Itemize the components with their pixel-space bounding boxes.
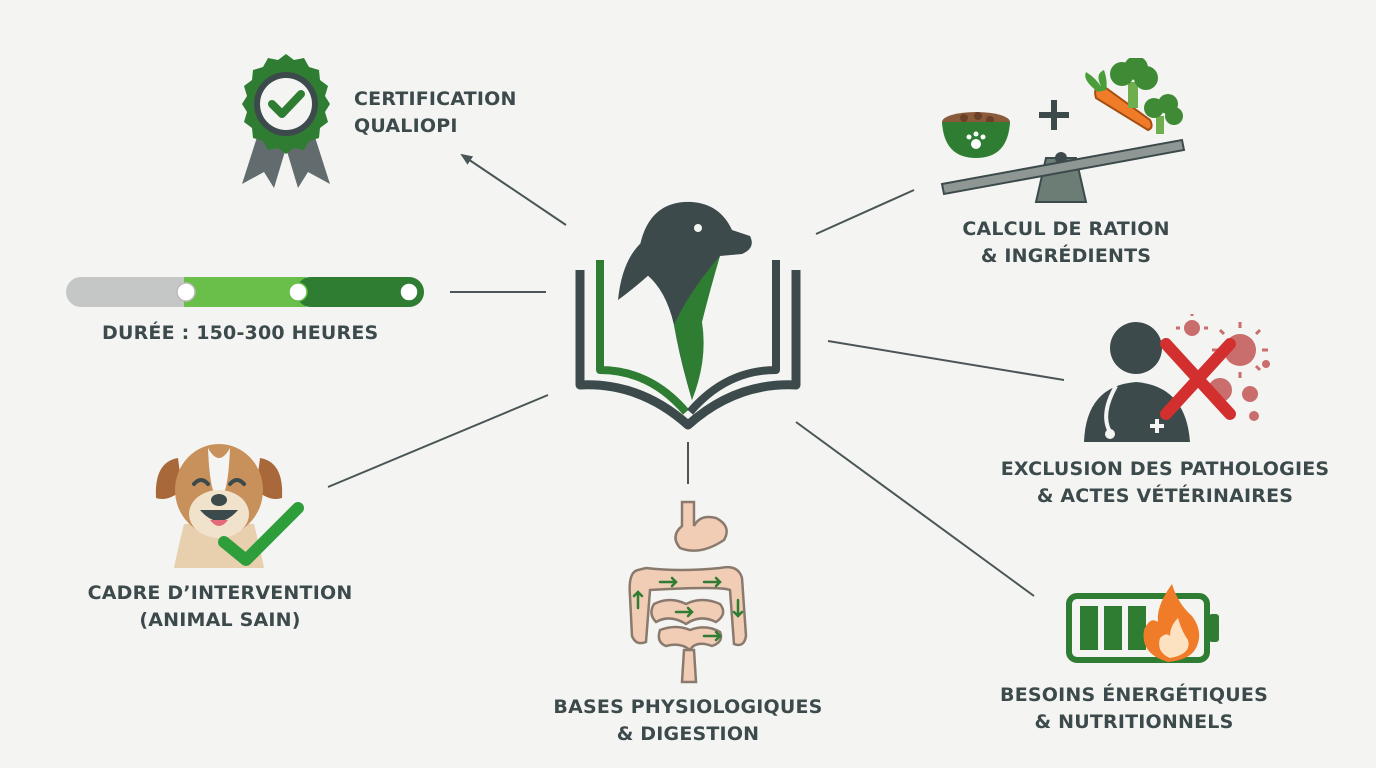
duree-label: DURÉE : 150-300 HEURES — [102, 320, 378, 347]
exclusion-icon-wrap — [1080, 314, 1276, 446]
bowl-vegetables-scale-icon — [940, 56, 1186, 203]
connector-certification — [460, 153, 567, 226]
digestive-system-icon — [628, 500, 748, 684]
calcul-line-1: CALCUL DE RATION — [962, 218, 1170, 240]
exclusion-line-2: & ACTES VÉTÉRINAIRES — [1036, 485, 1294, 507]
cadre-label: CADRE D’INTERVENTION (ANIMAL SAIN) — [70, 580, 370, 634]
calcul-label: CALCUL DE RATION & INGRÉDIENTS — [916, 216, 1216, 270]
certification-line-2: QUALIOPI — [354, 115, 458, 137]
duree-progress-bar — [66, 276, 426, 308]
duree-line-1: DURÉE : 150-300 HEURES — [102, 322, 379, 344]
progress-knob-1 — [176, 282, 196, 302]
cadre-line-2: (ANIMAL SAIN) — [139, 609, 301, 631]
connector-exclusion — [827, 340, 1065, 381]
happy-dog-check-icon — [155, 444, 304, 568]
book-dog-logo-icon — [575, 201, 801, 430]
vet-virus-cross-icon — [1084, 314, 1270, 442]
bases-line-2: & DIGESTION — [616, 723, 760, 745]
progress-knob-3 — [399, 282, 419, 302]
connector-besoins — [795, 421, 1035, 597]
besoins-line-2: & NUTRITIONNELS — [1034, 711, 1234, 733]
besoins-line-1: BESOINS ÉNERGÉTIQUES — [1000, 684, 1268, 706]
progress-knob-2 — [288, 282, 308, 302]
calcul-line-2: & INGRÉDIENTS — [980, 245, 1152, 267]
connector-cadre — [327, 394, 549, 488]
award-ribbon-check-icon — [242, 54, 330, 188]
bases-icon-wrap — [620, 496, 760, 688]
exclusion-label: EXCLUSION DES PATHOLOGIES & ACTES VÉTÉRI… — [976, 456, 1354, 510]
battery-flame-icon — [1066, 584, 1219, 663]
center-logo — [570, 190, 806, 430]
bases-label: BASES PHYSIOLOGIQUES & DIGESTION — [528, 694, 848, 748]
certification-icon-wrap — [234, 52, 338, 188]
besoins-icon-wrap — [1066, 582, 1222, 664]
besoins-label: BESOINS ÉNERGÉTIQUES & NUTRITIONNELS — [984, 682, 1284, 736]
calcul-icon-wrap — [936, 56, 1188, 208]
progress-bar-icon — [66, 277, 424, 307]
bases-line-1: BASES PHYSIOLOGIQUES — [553, 696, 823, 718]
cadre-line-1: CADRE D’INTERVENTION — [87, 582, 353, 604]
connector-calcul — [815, 189, 915, 235]
exclusion-line-1: EXCLUSION DES PATHOLOGIES — [1000, 458, 1330, 480]
certification-label: CERTIFICATION QUALIOPI — [354, 86, 517, 140]
certification-line-1: CERTIFICATION — [354, 88, 517, 110]
cadre-icon-wrap — [148, 428, 308, 572]
